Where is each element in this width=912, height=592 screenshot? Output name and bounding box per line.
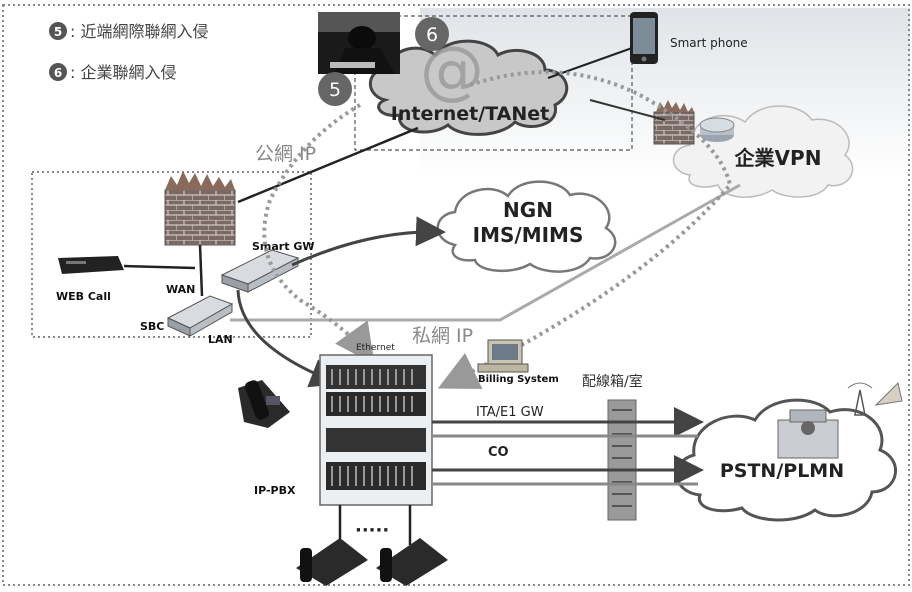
legend-num-6: 6 [54,66,62,80]
vpn-cloud-label: 企業VPN [734,146,822,170]
firewall-icon [164,171,236,246]
billing-label: Billing System [478,374,559,385]
wiring-label: 配線箱/室 [582,373,643,390]
lan-label: LAN [208,333,233,346]
firewall-to-internet-link [237,126,419,204]
internet-to-vpn-link [589,99,666,121]
desk-phone-bottom-2-icon [376,538,448,586]
legend: 5 : 近端網際聯網入侵 6 : 企業聯網入侵 [49,22,208,82]
web-call-label: WEB Call [56,290,111,303]
smart-gw-device-icon [220,249,300,293]
web-call-device-icon [58,256,124,274]
co-label: CO [488,445,509,460]
ethernet-label: Ethernet [356,343,395,353]
ngn-label-line1: NGN [503,198,553,222]
public-ip-label: 公網 IP [255,143,316,165]
pstn-building-icon [777,409,839,459]
more-phones-dots: ····· [355,520,389,541]
badge-5: 5 [318,72,352,106]
satellite-dish-icon [874,382,903,406]
svg-text:6: 6 [426,24,438,46]
public-ip-zone [31,171,312,338]
billing-computer-icon [477,339,529,373]
firewall-to-sbc-link [198,244,204,297]
internet-cloud-label: Internet/TANet [391,103,549,125]
smart-gw-label: Smart GW [252,240,314,253]
desk-phone-bottom-1-icon [296,538,368,586]
badge-6: 6 [415,17,449,51]
webcall-to-wan-link [123,264,196,270]
legend-badge-5 [49,22,67,40]
ngn-label-line2: IMS/MIMS [473,223,584,247]
intrusion-path-corp [437,70,733,389]
legend-text-6: : 企業聯網入侵 [70,63,176,82]
gw-to-ngn-link [291,216,446,267]
sbc-device-icon [166,295,234,337]
legend-badge-6 [49,63,67,81]
hacker-photo [318,12,400,74]
legend-text-5: : 近端網際聯網入侵 [70,22,208,41]
cell-tower-icon [847,382,873,416]
vpn-router-icon [699,117,735,142]
pstn-cloud-label: PSTN/PLMN [720,460,844,482]
svg-text:5: 5 [329,79,341,101]
ngn-cloud: NGN IMS/MIMS [436,180,617,273]
ip-pbx-rack-icon [319,354,433,506]
outer-frame [2,4,910,586]
sbc-to-pbx-link [236,289,341,388]
ita-gw-label: ITA/E1 GW [476,405,544,420]
legend-num-5: 5 [54,25,62,39]
smart-phone-icon [630,12,658,64]
pstn-cloud: PSTN/PLMN [675,398,897,522]
desk-phone-left-icon [238,380,290,428]
smart-phone-label: Smart phone [670,36,748,50]
sbc-label: SBC [140,320,164,333]
private-ip-label: 私網 IP [412,325,473,347]
ip-pbx-label: IP-PBX [254,484,296,497]
internet-zone-box [354,15,633,151]
wiring-cabinet-icon [607,399,637,521]
wan-label: WAN [166,283,195,296]
private-ip-link [230,183,741,322]
